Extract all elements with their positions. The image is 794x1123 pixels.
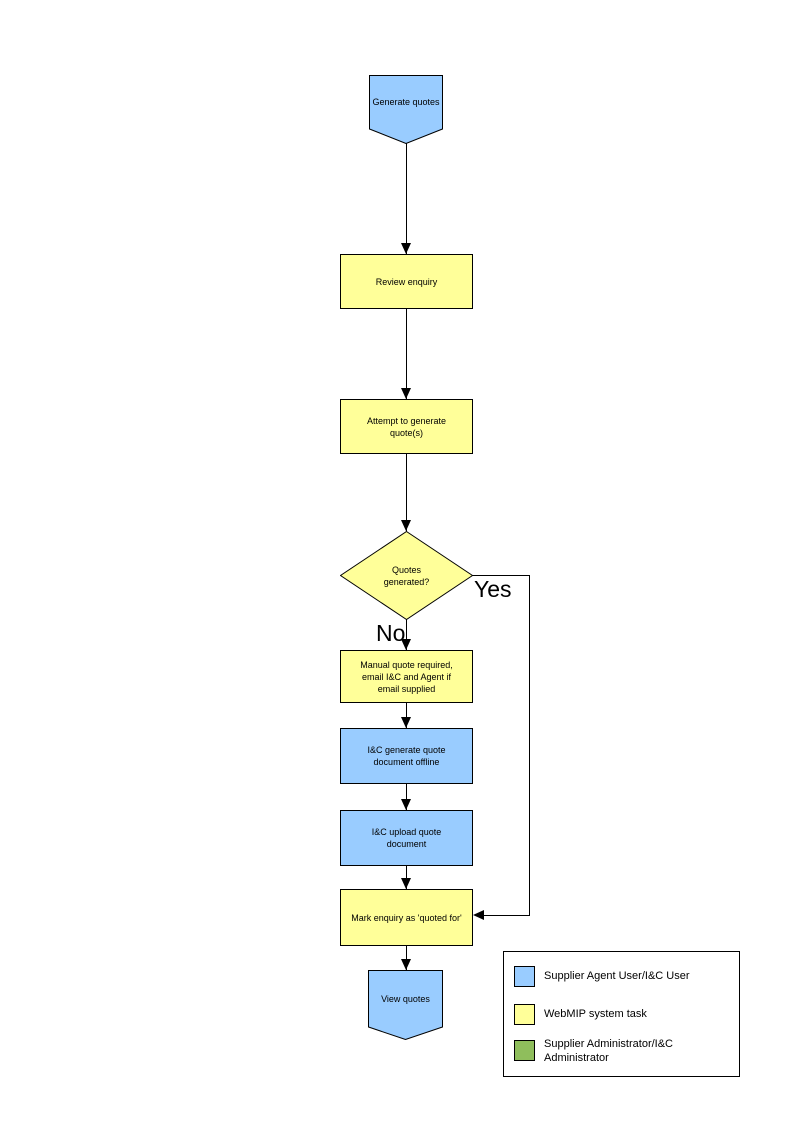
connector-yes-branch-vertical-line	[529, 575, 530, 916]
legend: Supplier Agent User/I&C User WebMIP syst…	[503, 951, 740, 1077]
connector-review-attempt-line	[406, 308, 407, 399]
review-enquiry-step: Review enquiry	[340, 254, 473, 309]
generate-offline-step: I&C generate quote document offline	[340, 728, 473, 784]
start-node-pentagon	[369, 75, 443, 144]
end-node-label: View quotes	[381, 994, 430, 1004]
legend-label-admin-task: Supplier Administrator/I&C Administrator	[544, 1038, 673, 1064]
connector-upload-mark-line	[406, 866, 407, 889]
decision-node-label: Quotes generated?	[383, 564, 430, 587]
legend-swatch-admin-task	[514, 1040, 535, 1061]
end-node-shape	[368, 970, 443, 1040]
yes-branch-label: Yes	[474, 576, 512, 602]
connector-yes-branch-top-line	[472, 575, 530, 576]
connector-review-attempt-arrowhead-icon	[401, 388, 411, 399]
connector-start-review-arrowhead-icon	[401, 243, 411, 254]
start-node-label: Generate quotes	[372, 97, 440, 107]
decision-node-shape	[340, 531, 473, 620]
connector-attempt-decision-line	[406, 453, 407, 531]
connector-upload-mark-arrowhead-icon	[401, 878, 411, 889]
connector-mark-end-line	[406, 946, 407, 970]
connector-no-branch-arrowhead-icon	[401, 639, 411, 650]
connector-offline-upload-arrowhead-icon	[401, 799, 411, 810]
connector-no-branch-line	[406, 619, 407, 650]
manual-quote-step: Manual quote required, email I&C and Age…	[340, 650, 473, 703]
connector-attempt-decision-arrowhead-icon	[401, 520, 411, 531]
connector-mark-end-arrowhead-icon	[401, 959, 411, 970]
upload-document-step: I&C upload quote document	[340, 810, 473, 866]
connector-yes-branch-bottom-line	[483, 915, 530, 916]
decision-diamond	[340, 531, 473, 620]
attempt-generate-step: Attempt to generate quote(s)	[340, 399, 473, 454]
connector-yes-branch-arrowhead-icon	[473, 910, 484, 920]
legend-swatch-user-task	[514, 966, 535, 987]
connector-start-review-line	[406, 143, 407, 254]
connector-offline-upload-line	[406, 784, 407, 810]
legend-swatch-system-task	[514, 1004, 535, 1025]
end-node-pentagon	[368, 970, 443, 1040]
connector-manual-offline-arrowhead-icon	[401, 717, 411, 728]
legend-label-user-task: Supplier Agent User/I&C User	[544, 970, 690, 982]
start-node-shape	[369, 75, 443, 144]
no-branch-label: No	[376, 620, 406, 646]
legend-label-system-task: WebMIP system task	[544, 1008, 647, 1020]
mark-quoted-step: Mark enquiry as 'quoted for'	[340, 889, 473, 946]
connector-manual-offline-line	[406, 703, 407, 728]
